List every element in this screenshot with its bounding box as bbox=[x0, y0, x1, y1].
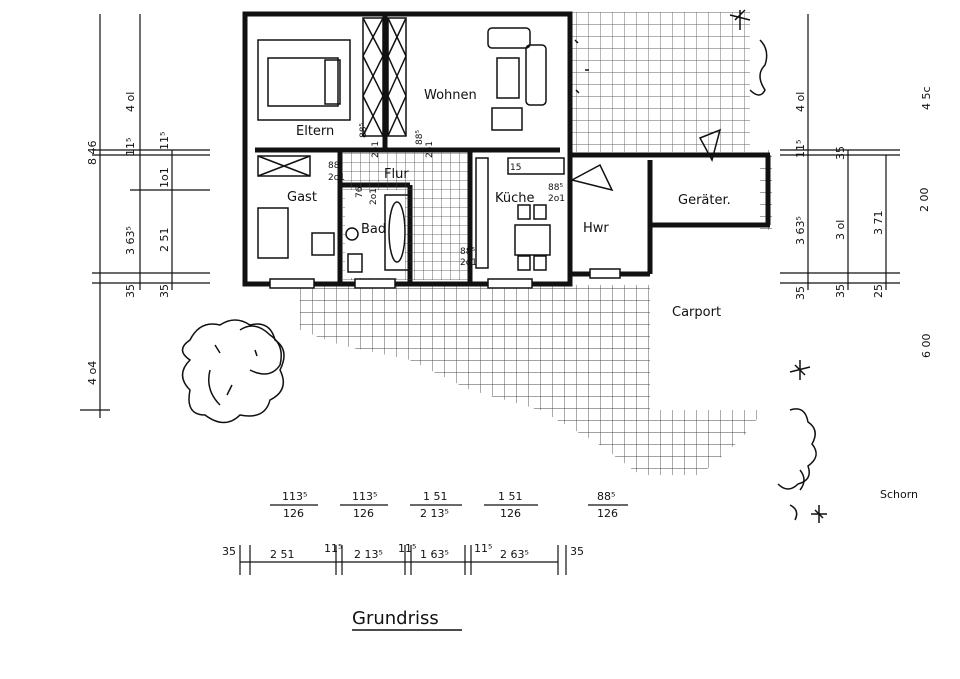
door-eltern-flur-bot: 2o1 bbox=[371, 141, 381, 158]
windows bbox=[269, 268, 621, 289]
house-walls bbox=[242, 11, 771, 287]
opening-4-bottom: 126 bbox=[500, 507, 521, 520]
carport-area bbox=[650, 285, 762, 410]
left-dimensions: 8 46 4 ol 11⁵ 3 63⁵ 1o1 11⁵ 2 51 35 35 4… bbox=[80, 14, 210, 418]
opening-1-top: 113⁵ bbox=[282, 490, 307, 503]
door-kueche-bottom-a: 88⁵ bbox=[460, 247, 475, 257]
door-wohnen-flur-bot: 2o1 bbox=[425, 141, 435, 158]
dim-ger-rb: 25 bbox=[872, 284, 885, 298]
dim-left-sub1: 1o1 bbox=[158, 167, 171, 188]
dim-far-top: 4 5c bbox=[920, 86, 933, 110]
room-label-carport: Carport bbox=[672, 305, 721, 320]
bottom-dim-6: 11⁵ bbox=[474, 542, 492, 555]
dim-far-bot: 6 00 bbox=[920, 334, 933, 359]
room-label-wohnen: Wohnen bbox=[424, 88, 477, 103]
dim-ger-bot: 35 bbox=[834, 284, 847, 298]
door-kueche-bottom-b: 2o1 bbox=[460, 258, 477, 268]
dim-left-wall2: 11⁵ bbox=[158, 132, 171, 150]
room-label-hwr: Hwr bbox=[583, 221, 609, 236]
room-label-flur: Flur bbox=[384, 167, 409, 182]
door-gast-flur-top: 88⁵ bbox=[328, 161, 343, 171]
shrub-cluster bbox=[181, 319, 285, 424]
label-schorn: Schorn bbox=[880, 488, 918, 501]
opening-dimensions: 113⁵ 126 113⁵ 126 1 51 2 13⁵ 1 51 126 88… bbox=[270, 490, 628, 520]
opening-2-top: 113⁵ bbox=[352, 490, 377, 503]
wardrobe-units bbox=[257, 17, 407, 177]
dim-left-outside: 4 o4 bbox=[86, 361, 99, 385]
bottom-dim-2: 11⁵ bbox=[324, 542, 342, 555]
room-label-kueche: Küche bbox=[495, 191, 535, 206]
room-label-bad: Bad bbox=[361, 222, 386, 237]
bottom-dim-5: 1 63⁵ bbox=[420, 548, 449, 561]
plan-title: Grundriss bbox=[352, 608, 439, 629]
bottom-dim-7: 2 63⁵ bbox=[500, 548, 529, 561]
bottom-dim-1: 2 51 bbox=[270, 548, 295, 561]
dim-ger-mid: 3 ol bbox=[834, 220, 847, 240]
opening-1-bottom: 126 bbox=[283, 507, 304, 520]
dim-left-mid: 3 63⁵ bbox=[124, 226, 137, 255]
door-bad-flur-top: 76 bbox=[355, 186, 365, 198]
opening-4-top: 1 51 bbox=[498, 490, 523, 503]
bottom-dim-3: 2 13⁵ bbox=[354, 548, 383, 561]
dim-right-upper: 4 ol bbox=[794, 92, 807, 112]
door-eltern-flur-top: 88⁵ bbox=[359, 123, 369, 138]
room-label-gast: Gast bbox=[287, 190, 317, 205]
dim-right-wall-b: 35 bbox=[794, 286, 807, 300]
bottom-dim-8: 35 bbox=[570, 545, 584, 558]
opening-5-bottom: 126 bbox=[597, 507, 618, 520]
opening-3-bottom: 2 13⁵ bbox=[420, 507, 449, 520]
opening-5-top: 88⁵ bbox=[597, 490, 615, 503]
dim-right-mid: 3 63⁵ bbox=[794, 216, 807, 245]
bottom-dimensions: 35 2 51 11⁵ 2 13⁵ 11⁵ 1 63⁵ 11⁵ 2 63⁵ 35 bbox=[222, 542, 584, 575]
door-bad-flur-bot: 2o1 bbox=[369, 188, 379, 205]
door-kueche-top-a: 88⁵ bbox=[548, 183, 563, 193]
dim-ger-right: 3 71 bbox=[872, 211, 885, 236]
dim-left-total: 8 46 bbox=[86, 141, 99, 166]
dim-right-wall: 11⁵ bbox=[794, 140, 807, 158]
opening-3-top: 1 51 bbox=[423, 490, 448, 503]
door-wohnen-flur-top: 88⁵ bbox=[415, 130, 425, 145]
room-label-eltern: Eltern bbox=[296, 124, 334, 139]
dim-far-mid: 2 00 bbox=[918, 188, 931, 213]
opening-2-bottom: 126 bbox=[353, 507, 374, 520]
bottom-dim-4: 11⁵ bbox=[398, 542, 416, 555]
door-kueche-top-b: 2o1 bbox=[548, 194, 565, 204]
right-dimensions: 4 ol 11⁵ 3 63⁵ 35 35 3 ol 35 3 71 25 4 5… bbox=[780, 14, 933, 358]
dim-left-bottom-wall: 35 bbox=[124, 284, 137, 298]
door-kueche-small: 15 bbox=[510, 163, 521, 173]
door-labels: 88⁵ 2o1 88⁵ 2o1 88⁵ 2o1 76 2o1 88⁵ 2o1 8… bbox=[328, 123, 565, 268]
dim-left-upper: 4 ol bbox=[124, 92, 137, 112]
bottom-dim-0: 35 bbox=[222, 545, 236, 558]
shrub-right bbox=[574, 9, 827, 523]
dim-left-wall1: 11⁵ bbox=[124, 138, 137, 156]
terrace-paving bbox=[300, 12, 772, 475]
dim-ger-top: 35 bbox=[834, 146, 847, 160]
dim-left-bottom-wall2: 35 bbox=[158, 284, 171, 298]
door-gast-flur-bot: 2o1 bbox=[328, 173, 345, 183]
furniture bbox=[257, 27, 722, 273]
room-label-geraeter: Geräter. bbox=[678, 193, 731, 208]
dim-left-sub2: 2 51 bbox=[158, 228, 171, 253]
